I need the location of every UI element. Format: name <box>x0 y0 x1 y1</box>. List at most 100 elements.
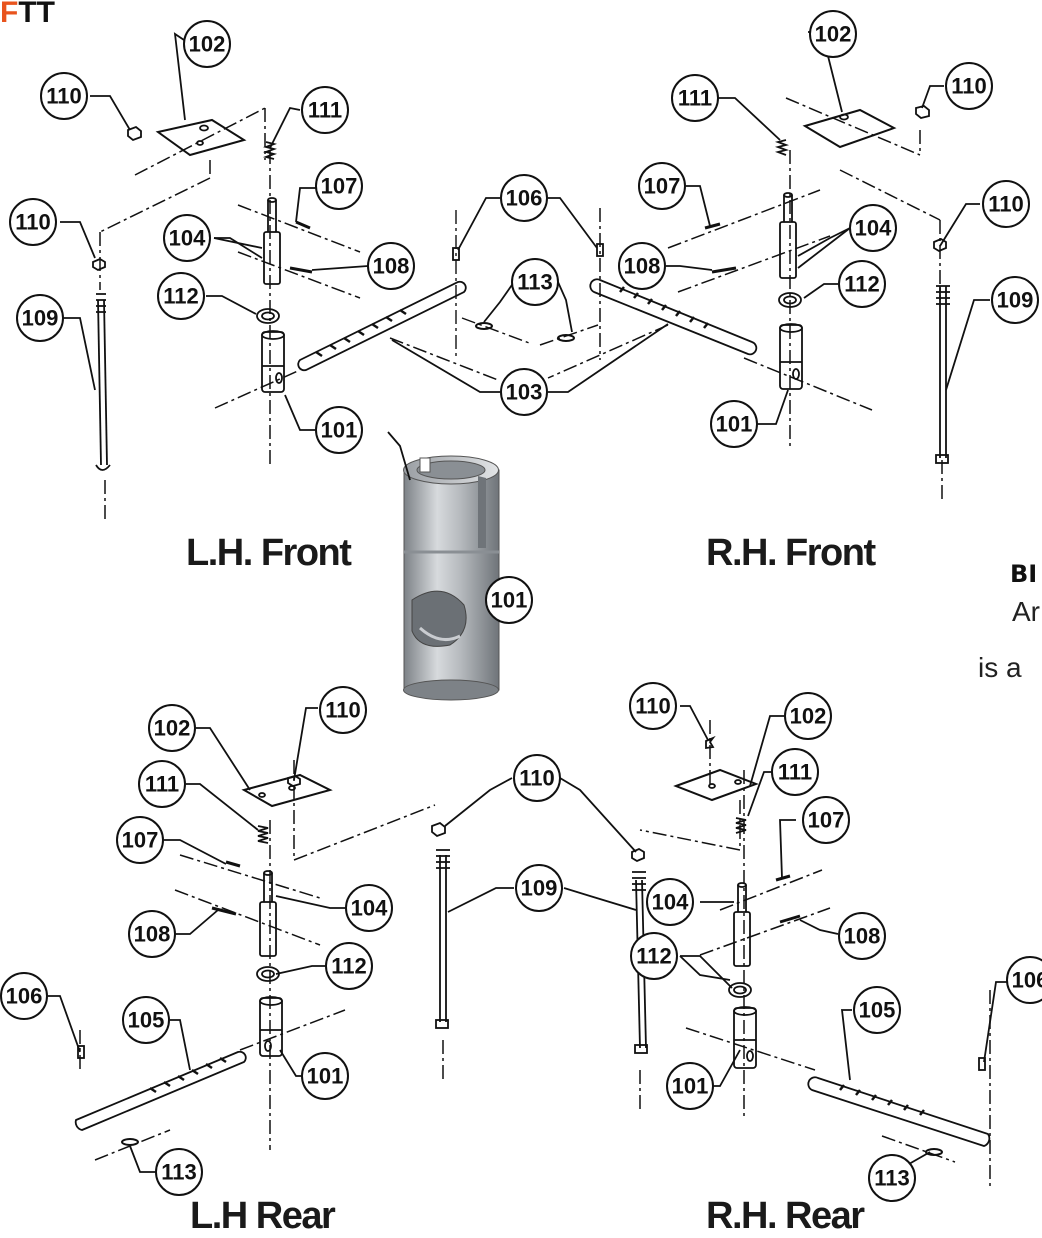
callout-112: 112 <box>630 932 678 980</box>
view-label-lh-front: L.H. Front <box>186 532 352 574</box>
callout-number: 109 <box>521 876 558 901</box>
callout-number: 110 <box>988 192 1024 217</box>
callout-107: 107 <box>315 162 363 210</box>
callout-104: 104 <box>849 204 897 252</box>
callout-number: 108 <box>844 924 881 949</box>
callout-113: 113 <box>511 258 559 306</box>
callout-111: 111 <box>671 74 719 122</box>
callout-102: 102 <box>809 10 857 58</box>
callout-number: 110 <box>951 74 987 99</box>
view-label-lh-rear: L.H Rear <box>190 1195 336 1237</box>
callout-number: 107 <box>808 808 845 833</box>
callout-number: 109 <box>997 288 1034 313</box>
view-label-rh-front: R.H. Front <box>706 532 876 574</box>
rh-rear-assembly <box>631 720 991 1190</box>
callout-110: 110 <box>319 686 367 734</box>
callout-number: 111 <box>145 772 179 797</box>
callout-112: 112 <box>157 272 205 320</box>
callout-number: 101 <box>672 1074 709 1099</box>
callout-110: 110 <box>945 62 993 110</box>
callout-102: 102 <box>183 20 231 68</box>
rh-front-assembly <box>539 97 950 500</box>
callout-111: 111 <box>771 748 819 796</box>
side-text-fragment-1: Ar <box>1012 596 1040 627</box>
side-text-fragment-2: is a <box>978 652 1022 683</box>
callout-106: 106 <box>0 972 48 1020</box>
callout-104: 104 <box>345 884 393 932</box>
callout-number: 102 <box>790 704 827 729</box>
callout-number: 108 <box>373 254 410 279</box>
callout-number: 101 <box>716 412 753 437</box>
callout-number: 105 <box>859 998 896 1023</box>
brand-logo: FTT <box>0 0 55 26</box>
callout-110: 110 <box>40 72 88 120</box>
callout-number: 101 <box>307 1064 344 1089</box>
callout-110: 110 <box>513 754 561 802</box>
callout-111: 111 <box>138 760 186 808</box>
callout-107: 107 <box>638 162 686 210</box>
callout-number: 102 <box>154 716 191 741</box>
callout-number: 112 <box>844 272 880 297</box>
callout-number: 111 <box>308 98 342 123</box>
callout-104: 104 <box>646 878 694 926</box>
callout-number: 103 <box>506 380 543 405</box>
callout-101: 101 <box>315 406 363 454</box>
part-101-photo <box>403 455 500 701</box>
callout-number: 101 <box>491 588 528 613</box>
callout-number: 104 <box>351 896 388 921</box>
callout-110: 110 <box>9 198 57 246</box>
callout-102: 102 <box>784 692 832 740</box>
callout-number: 111 <box>678 86 712 111</box>
callout-number: 107 <box>122 828 159 853</box>
callout-101: 101 <box>710 400 758 448</box>
callout-110: 110 <box>982 180 1030 228</box>
callout-number: 101 <box>321 418 358 443</box>
callout-108: 108 <box>838 912 886 960</box>
callout-108: 108 <box>128 910 176 958</box>
callout-number: 104 <box>855 216 892 241</box>
callout-101: 101 <box>301 1052 349 1100</box>
callout-106: 106 <box>500 174 548 222</box>
callout-101: 101 <box>485 576 533 624</box>
callout-112: 112 <box>325 942 373 990</box>
callout-110: 110 <box>629 682 677 730</box>
callout-113: 113 <box>155 1148 203 1196</box>
callout-number: 113 <box>517 270 553 295</box>
callout-number: 107 <box>644 174 681 199</box>
callout-number: 104 <box>169 226 206 251</box>
callout-108: 108 <box>367 242 415 290</box>
callout-number: 102 <box>815 22 852 47</box>
callout-number: 112 <box>163 284 199 309</box>
callout-102: 102 <box>148 704 196 752</box>
callout-number: 106 <box>1012 968 1042 993</box>
callout-101: 101 <box>666 1062 714 1110</box>
callout-105: 105 <box>853 986 901 1034</box>
view-label-rh-rear: R.H. Rear <box>706 1195 865 1237</box>
callout-number: 113 <box>161 1160 197 1185</box>
callout-111: 111 <box>301 86 349 134</box>
callout-107: 107 <box>802 796 850 844</box>
callout-number: 107 <box>321 174 358 199</box>
callout-107: 107 <box>116 816 164 864</box>
callout-number: 110 <box>635 694 671 719</box>
callout-105: 105 <box>122 996 170 1044</box>
callout-number: 112 <box>636 944 672 969</box>
callout-number: 104 <box>652 890 689 915</box>
callout-108: 108 <box>618 242 666 290</box>
callout-number: 110 <box>519 766 555 791</box>
callout-number: 102 <box>189 32 226 57</box>
callout-109: 109 <box>515 864 563 912</box>
lh-front-assembly <box>92 107 533 520</box>
callout-number: 110 <box>325 698 361 723</box>
callout-number: 108 <box>134 922 171 947</box>
callout-109: 109 <box>991 276 1039 324</box>
callout-number: 108 <box>624 254 661 279</box>
callout-number: 110 <box>46 84 82 109</box>
callout-number: 111 <box>778 760 812 785</box>
callout-number: 110 <box>15 210 51 235</box>
callout-number: 106 <box>506 186 543 211</box>
callout-104: 104 <box>163 214 211 262</box>
side-heading-fragment: BI <box>1010 560 1038 588</box>
callout-number: 105 <box>128 1008 165 1033</box>
